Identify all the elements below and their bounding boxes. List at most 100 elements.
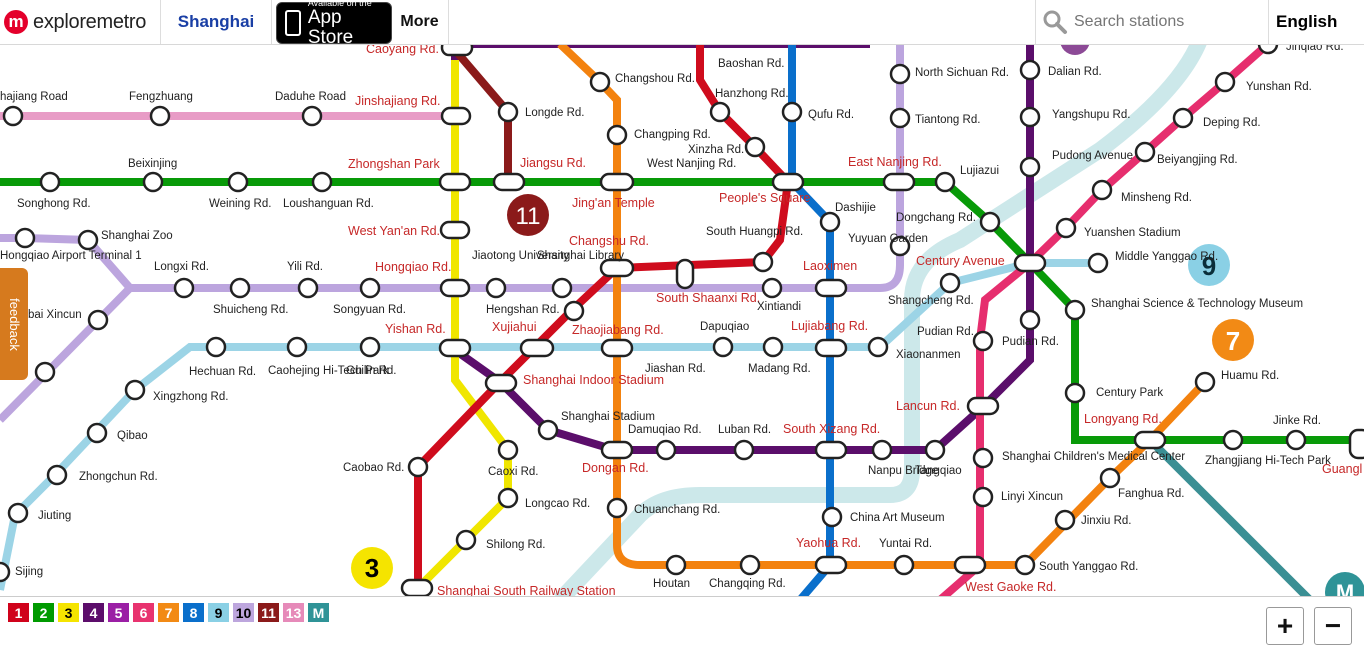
label-shangcheng[interactable]: Shangcheng Rd.: [888, 295, 974, 307]
label-xingzhong[interactable]: Xingzhong Rd.: [153, 391, 228, 403]
language-selector[interactable]: English: [1276, 12, 1338, 31]
label-huamu[interactable]: Huamu Rd.: [1221, 370, 1279, 382]
label-fengzhuang[interactable]: Fengzhuang: [129, 91, 193, 103]
metro-map[interactable]: 3 11 9 7 M Caoyang Rd. Jinshajiang Rd. Z…: [0, 44, 1364, 596]
legend-line-5[interactable]: 5: [108, 603, 129, 622]
label-longde[interactable]: Longde Rd.: [525, 107, 584, 119]
label-beixinjing[interactable]: Beixinjing: [128, 158, 177, 170]
label-south-shaanxi[interactable]: South Shaanxi Rd.: [656, 291, 760, 305]
label-pudian-2[interactable]: Pudian Rd.: [1002, 336, 1059, 348]
label-yishan[interactable]: Yishan Rd.: [385, 322, 446, 336]
legend-line-7[interactable]: 7: [158, 603, 179, 622]
label-jinxiu[interactable]: Jinxiu Rd.: [1081, 515, 1132, 527]
legend-line-3[interactable]: 3: [58, 603, 79, 622]
label-madang[interactable]: Madang Rd.: [748, 363, 811, 375]
city-selector[interactable]: Shanghai: [161, 0, 272, 44]
label-changping[interactable]: Changping Rd.: [634, 129, 711, 141]
label-qufu[interactable]: Qufu Rd.: [808, 109, 854, 121]
label-caohejing[interactable]: Caohejing Hi-Tech Park: [268, 365, 389, 377]
label-jiangsu[interactable]: Jiangsu Rd.: [520, 156, 586, 170]
label-dongan[interactable]: Dongan Rd.: [582, 461, 649, 475]
label-shanghai-south-rail[interactable]: Shanghai South Railway Station: [437, 584, 616, 596]
zoom-out-button[interactable]: −: [1314, 607, 1352, 645]
label-yuanshen[interactable]: Yuanshen Stadium: [1084, 227, 1181, 239]
label-science-museum[interactable]: Shanghai Science & Technology Museum: [1091, 298, 1303, 310]
label-yunshan[interactable]: Yunshan Rd.: [1246, 81, 1312, 93]
legend-line-9[interactable]: 9: [208, 603, 229, 622]
label-changqing[interactable]: Changqing Rd.: [709, 578, 786, 590]
label-baoshan[interactable]: Baoshan Rd.: [718, 58, 785, 70]
label-shuicheng[interactable]: Shuicheng Rd.: [213, 304, 288, 316]
more-menu-button[interactable]: More: [391, 0, 449, 44]
label-xujiahui[interactable]: Xujiahui: [492, 320, 536, 334]
label-damuqiao[interactable]: Damuqiao Rd.: [628, 424, 702, 436]
label-dapuqiao[interactable]: Dapuqiao: [700, 321, 749, 333]
label-yaohua[interactable]: Yaohua Rd.: [796, 536, 861, 550]
label-minsheng[interactable]: Minsheng Rd.: [1121, 192, 1192, 204]
label-east-nanjing[interactable]: East Nanjing Rd.: [848, 155, 942, 169]
label-hajiang-road[interactable]: hajiang Road: [0, 91, 68, 103]
line-badge-maglev[interactable]: [1325, 572, 1364, 596]
metro-map-canvas[interactable]: 3 11 9 7 M Caoyang Rd. Jinshajiang Rd. Z…: [0, 44, 1364, 596]
label-shilong[interactable]: Shilong Rd.: [486, 539, 545, 551]
legend-line-8[interactable]: 8: [183, 603, 204, 622]
label-yuyuan-garden[interactable]: Yuyuan Garden: [848, 233, 928, 245]
label-fanghua[interactable]: Fanghua Rd.: [1118, 488, 1185, 500]
legend-line-2[interactable]: 2: [33, 603, 54, 622]
label-hanzhong[interactable]: Hanzhong Rd.: [715, 88, 789, 100]
label-shanghai-zoo[interactable]: Shanghai Zoo: [101, 230, 173, 242]
label-dongchang[interactable]: Dongchang Rd.: [896, 212, 976, 224]
label-pudian-1[interactable]: Pudian Rd.: [917, 326, 974, 338]
label-bai-xincun[interactable]: bai Xincun: [28, 309, 82, 321]
label-weining[interactable]: Weining Rd.: [209, 198, 271, 210]
label-dalian[interactable]: Dalian Rd.: [1048, 66, 1102, 78]
label-century-avenue[interactable]: Century Avenue: [916, 254, 1005, 268]
label-xiaonanmen[interactable]: Xiaonanmen: [896, 349, 961, 361]
label-peoples-square[interactable]: People's Square: [719, 191, 810, 205]
legend-line-6[interactable]: 6: [133, 603, 154, 622]
label-childrens-medical[interactable]: Shanghai Children's Medical Center: [1002, 451, 1185, 463]
label-dashijie[interactable]: Dashijie: [835, 202, 876, 214]
label-hechuan[interactable]: Hechuan Rd.: [189, 366, 256, 378]
label-xinzha[interactable]: Xinzha Rd.: [688, 144, 744, 156]
label-shanghai-stadium[interactable]: Shanghai Stadium: [561, 411, 655, 423]
label-south-xizang[interactable]: South Xizang Rd.: [783, 422, 880, 436]
legend-line-4[interactable]: 4: [83, 603, 104, 622]
label-jiuting[interactable]: Jiuting: [38, 510, 71, 522]
label-xintiandi[interactable]: Xintiandi: [757, 301, 801, 313]
label-tangqiao[interactable]: Tangqiao: [915, 465, 962, 477]
label-songyuan[interactable]: Songyuan Rd.: [333, 304, 406, 316]
app-store-button[interactable]: Available on the App Store: [276, 0, 392, 48]
label-guilin[interactable]: Guilin Rd.: [346, 365, 397, 377]
label-nanpu-bridge[interactable]: Nanpu Bridge: [868, 465, 938, 477]
label-pudong-avenue[interactable]: Pudong Avenue: [1052, 150, 1133, 162]
label-zhongshan-park[interactable]: Zhongshan Park: [348, 157, 440, 171]
label-yangshupu[interactable]: Yangshupu Rd.: [1052, 109, 1130, 121]
label-china-art-museum[interactable]: China Art Museum: [850, 512, 945, 524]
label-hongqiao[interactable]: Hongqiao Rd.: [375, 260, 451, 274]
label-laoximen[interactable]: Laoximen: [803, 259, 857, 273]
label-jinqiao[interactable]: Jinqiao Rd.: [1286, 44, 1344, 53]
label-caoxi[interactable]: Caoxi Rd.: [488, 466, 539, 478]
label-linyi-xincun[interactable]: Linyi Xincun: [1001, 491, 1063, 503]
label-changshou[interactable]: Changshou Rd.: [615, 73, 695, 85]
label-houtan[interactable]: Houtan: [653, 578, 690, 590]
label-beiyangjing[interactable]: Beiyangjing Rd.: [1157, 154, 1238, 166]
label-lujiazui[interactable]: Lujiazui: [960, 165, 999, 177]
legend-line-13[interactable]: 13: [283, 603, 304, 622]
line-badge-11[interactable]: [507, 194, 549, 236]
label-hongqiao-airport[interactable]: Hongqiao Airport Terminal 1: [0, 250, 142, 262]
label-caoyang[interactable]: Caoyang Rd.: [366, 44, 439, 56]
label-jingan-temple[interactable]: Jing'an Temple: [572, 196, 655, 210]
label-shanghai-library[interactable]: Shanghai Library: [537, 250, 624, 262]
line-badge-9[interactable]: [1188, 244, 1230, 286]
label-zhangjiang[interactable]: Zhangjiang Hi-Tech Park: [1205, 455, 1331, 467]
label-west-gaoke[interactable]: West Gaoke Rd.: [965, 580, 1056, 594]
label-century-park[interactable]: Century Park: [1096, 387, 1163, 399]
feedback-tab[interactable]: feedback: [0, 268, 28, 380]
label-changshu[interactable]: Changshu Rd.: [569, 234, 649, 248]
label-zhaojiabang[interactable]: Zhaojiabang Rd.: [572, 323, 664, 337]
label-qibao[interactable]: Qibao: [117, 430, 148, 442]
label-south-huangpi[interactable]: South Huangpi Rd.: [706, 226, 803, 238]
legend-line-11[interactable]: 11: [258, 603, 279, 622]
